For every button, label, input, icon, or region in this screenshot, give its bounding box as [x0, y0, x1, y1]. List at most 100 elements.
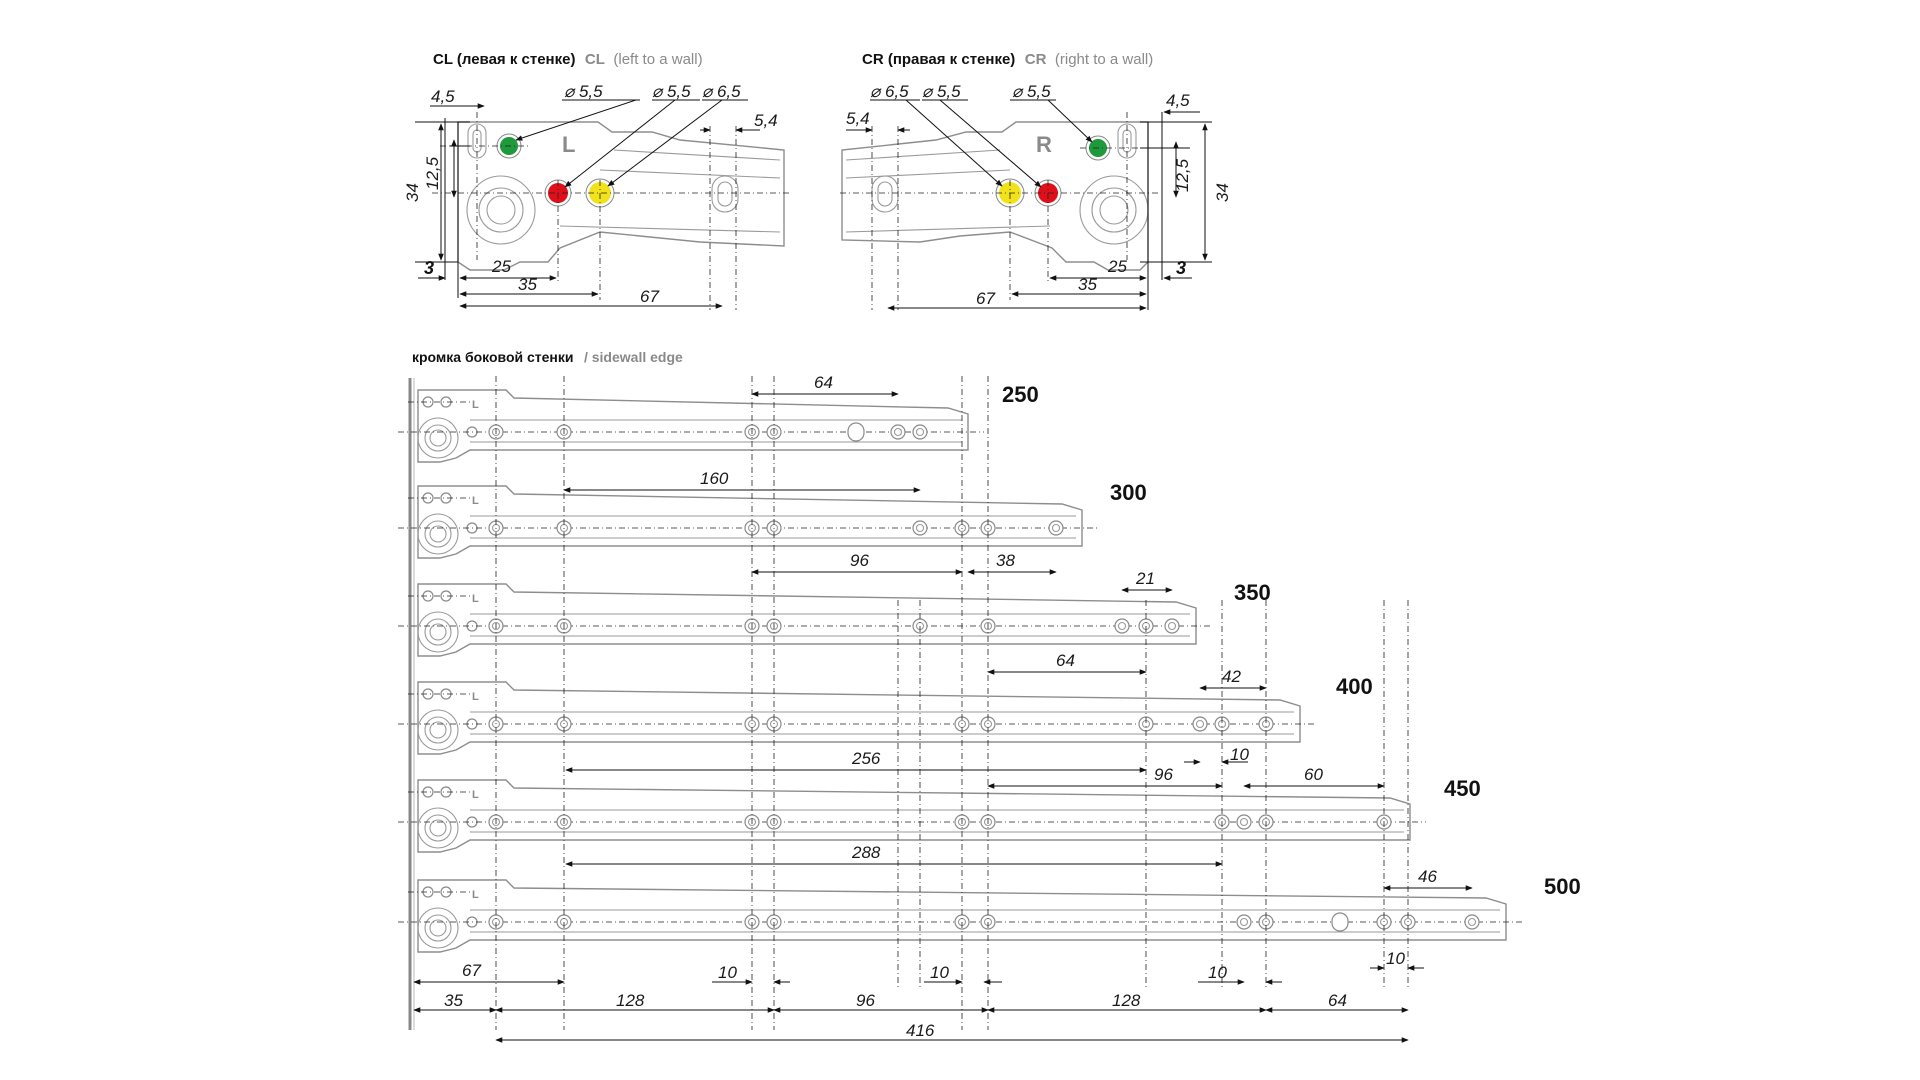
rail-2-hole-inner-3	[769, 621, 779, 631]
rail-0-outline	[417, 389, 969, 463]
rail-3-hub-outer	[417, 709, 459, 751]
cr-dim-d55-a: ⌀ 5,5	[922, 82, 961, 101]
cl-bracket-outline	[457, 121, 785, 271]
cr-title-gray-bold: CR	[1025, 51, 1047, 68]
bottom-dim-416: 416	[906, 1021, 935, 1040]
rail-2-hole-inner-1	[559, 621, 569, 631]
dim-300-160: 160	[700, 469, 729, 488]
cr-hub-mid	[1091, 187, 1137, 233]
cr-letter: R	[1036, 132, 1052, 157]
rail-4-hub-mid	[424, 814, 452, 842]
cl-dim-d55-a: ⌀ 5,5	[564, 82, 603, 101]
rail-0-hole-4	[890, 424, 906, 440]
rail-2-hub-outer	[417, 611, 459, 653]
rail-4-hub-inner	[429, 819, 447, 837]
cl-dim-4-5: 4,5	[431, 87, 455, 106]
svg-text:кромка боковой стенки / si: кромка боковой стенки / sidewall edge	[412, 349, 683, 366]
bottom-dim-10-c: 10	[1208, 963, 1227, 982]
dim-400-10: 10	[1230, 745, 1249, 764]
rail-4-hole-7	[1236, 814, 1252, 830]
bottom-dim-10-a: 10	[718, 963, 737, 982]
rail-length-250: 250	[1002, 382, 1039, 407]
cr-rail-edge	[845, 149, 1051, 233]
cl-dim-d65: ⌀ 6,5	[702, 82, 741, 101]
dim-400-42: 42	[1222, 667, 1241, 686]
rail-1-letter: L	[472, 495, 479, 507]
dim-400-96: 96	[1154, 765, 1173, 784]
dim-500-10: 10	[1386, 949, 1405, 968]
rail-2-hole-inner-0	[491, 621, 501, 631]
dim-250-64: 64	[814, 373, 833, 392]
dim-350-21: 21	[1135, 569, 1155, 588]
rail-1-hole-4	[912, 520, 928, 536]
bottom-dim-35: 35	[444, 991, 463, 1010]
rail-0-hole-inner-5	[915, 427, 925, 437]
rail-1-hub-mid	[424, 520, 452, 548]
bottom-dim-96: 96	[856, 991, 875, 1010]
dim-450-288: 288	[851, 843, 881, 862]
rail-3-outline	[417, 681, 1301, 755]
rail-5-hole-inner-10	[1467, 917, 1477, 927]
rail-0-letter: L	[472, 399, 479, 411]
rail-1-hole-inner-7	[1051, 523, 1061, 533]
rail-length-300: 300	[1110, 480, 1147, 505]
cl-dim-25: 25	[491, 257, 511, 276]
bottom-dim-10-b: 10	[930, 963, 949, 982]
cr-dim-4-5: 4,5	[1166, 91, 1190, 110]
cr-dim-3: 3	[1176, 258, 1186, 278]
cl-dim-5-4: 5,4	[754, 111, 778, 130]
cr-slot-hole	[1117, 123, 1137, 159]
cr-dim-34: 34	[1213, 183, 1232, 202]
cr-title-bold: CR (правая к стенке)	[862, 51, 1015, 68]
rail-5-hub-inner	[429, 919, 447, 937]
cr-hub-inner	[1099, 195, 1129, 225]
cl-dim-35: 35	[518, 275, 537, 294]
rail-3-hole-7	[1192, 716, 1208, 732]
bottom-dim-67: 67	[462, 961, 481, 980]
cl-dim-34: 34	[403, 183, 422, 202]
rail-2-hole-8	[1164, 618, 1180, 634]
dim-400-256: 256	[851, 749, 881, 768]
dim-300-38: 38	[996, 551, 1015, 570]
cl-hub-outer	[466, 175, 536, 245]
bottom-dim-64: 64	[1328, 991, 1347, 1010]
rail-4-letter: L	[472, 789, 479, 801]
rail-0-hub-mid	[424, 424, 452, 452]
rail-2-hole-inner-5	[983, 621, 993, 631]
rail-0-hole-inner-4	[893, 427, 903, 437]
cr-dim-35: 35	[1078, 275, 1097, 294]
cl-dim-12-5: 12,5	[423, 156, 442, 190]
rail-3-letter: L	[472, 691, 479, 703]
rail-1-hole-inner-4	[915, 523, 925, 533]
rail-length-450: 450	[1444, 776, 1481, 801]
cl-title-gray-bold: CL	[585, 51, 605, 68]
rail-length-400: 400	[1336, 674, 1373, 699]
cl-dim-3: 3	[424, 258, 434, 278]
rail-1-hub-inner	[429, 525, 447, 543]
cr-front-slot-inner	[877, 181, 893, 207]
cr-dim-d55-b: ⌀ 5,5	[1012, 82, 1051, 101]
rail-0-hole-5	[912, 424, 928, 440]
sidewall-label: кромка боковой стенки	[412, 349, 574, 365]
dim-450-60: 60	[1304, 765, 1323, 784]
cl-rear-slot	[711, 175, 739, 213]
rail-5-hub-mid	[424, 914, 452, 942]
bottom-dimensions: 67 10 10 10 35 128 96 128 64 416	[413, 961, 1409, 1043]
rail-0-hub-outer	[417, 417, 459, 459]
rail-2-hole-6	[1114, 618, 1130, 634]
rail-2-letter: L	[472, 593, 479, 605]
cl-dim-67: 67	[640, 287, 659, 306]
rail-1-hole-7	[1048, 520, 1064, 536]
rail-3-hub-inner	[429, 721, 447, 739]
rail-5-hole-10	[1464, 914, 1480, 930]
rail-2-hole-inner-8	[1167, 621, 1177, 631]
rail-2-hub-mid	[424, 618, 452, 646]
rail-3-hole-inner-7	[1195, 719, 1205, 729]
rail-4-outline	[417, 779, 1411, 853]
rail-2-outline	[417, 583, 1197, 657]
bottom-dim-128-a: 128	[616, 991, 645, 1010]
rail-2-hole-inner-2	[747, 621, 757, 631]
rail-5-hole-6	[1236, 914, 1252, 930]
rail-3-hub-mid	[424, 716, 452, 744]
